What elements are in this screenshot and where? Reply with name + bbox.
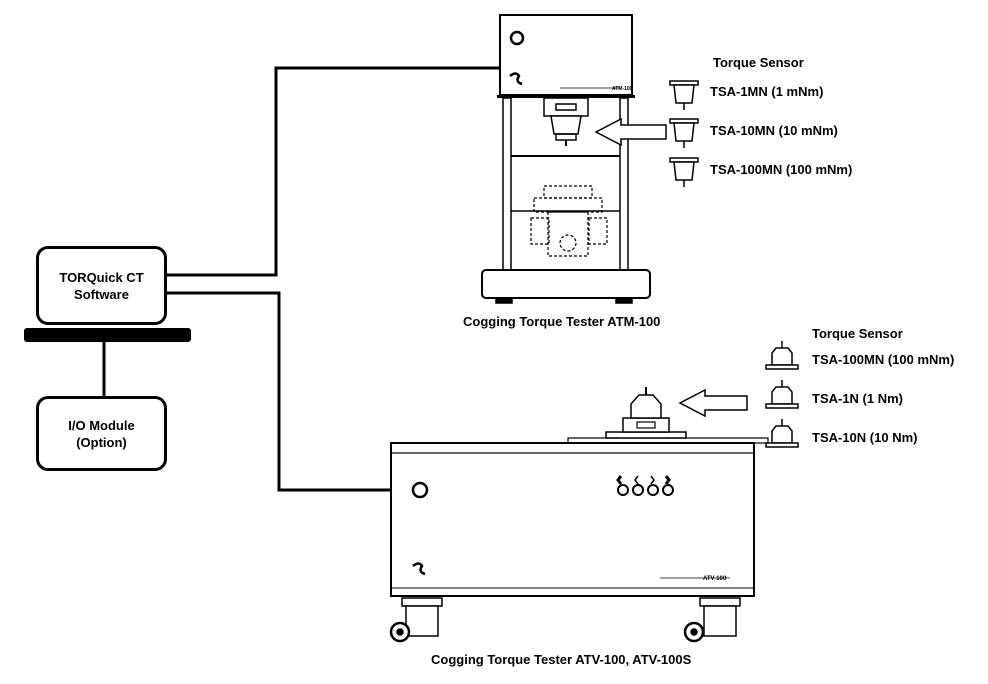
atv-panel-model-text: ATV-100 (703, 576, 727, 582)
atv-caption: Cogging Torque Tester ATV-100, ATV-100S (431, 652, 692, 667)
software-box: TORQuick CT Software (36, 246, 167, 325)
atm-sensor-title: Torque Sensor (713, 55, 804, 70)
atm-100-instrument (481, 14, 651, 304)
atm-sensor-label-2: TSA-10MN (10 mNm) (710, 123, 838, 138)
atm-motor-fixture (530, 185, 608, 257)
atv-sensor-icons (765, 341, 799, 448)
atv-right-caster (683, 597, 741, 643)
atm-panel-model-text: ATM-100 (612, 86, 633, 92)
line-software-to-atm (166, 66, 500, 277)
software-label-line2: Software (74, 286, 129, 302)
atm-left-post (502, 97, 512, 271)
atm-sensor-icons (669, 80, 699, 187)
atv-100-instrument (389, 387, 769, 643)
atm-power-button (509, 30, 525, 46)
atm-logo-icon (509, 72, 523, 86)
io-module-label-line2: (Option) (76, 434, 127, 450)
atm-sensor-label-3: TSA-100MN (100 mNm) (710, 162, 853, 177)
atv-left-caster (389, 597, 443, 643)
torque-sensor-icon (765, 380, 799, 409)
atv-body (390, 442, 755, 597)
torque-sensor-icon (669, 157, 699, 187)
atv-power-button (411, 481, 429, 499)
torque-sensor-icon (765, 419, 799, 448)
atv-control-buttons (616, 475, 674, 496)
torque-sensor-icon (669, 118, 699, 148)
torque-sensor-icon (669, 80, 699, 110)
atv-sensor-label-1: TSA-100MN (100 mNm) (812, 352, 955, 367)
atm-top-housing (499, 14, 633, 96)
atm-sensor-head (550, 115, 582, 135)
line-software-to-atv (166, 291, 391, 492)
atm-insert-arrow (594, 117, 667, 147)
atv-sensor-title: Torque Sensor (812, 326, 903, 341)
torque-sensor-icon (765, 341, 799, 370)
io-module-box: I/O Module (Option) (36, 396, 167, 471)
atv-insert-arrow (678, 388, 748, 418)
connection-lines (102, 66, 500, 492)
atm-base (481, 269, 651, 299)
atv-sensor-head (630, 394, 662, 419)
io-module-label-line1: I/O Module (68, 417, 135, 433)
atv-sensor-label-2: TSA-1N (1 Nm) (812, 391, 904, 406)
communication-bus-bar (24, 328, 191, 342)
atm-sensor-label-1: TSA-1MN (1 mNm) (710, 84, 824, 99)
atv-sensor-label-3: TSA-10N (10 Nm) (812, 430, 918, 445)
software-label-line1: TORQuick CT (59, 269, 144, 285)
atm-caption: Cogging Torque Tester ATM-100 (463, 314, 661, 329)
atv-logo-icon (412, 562, 426, 576)
